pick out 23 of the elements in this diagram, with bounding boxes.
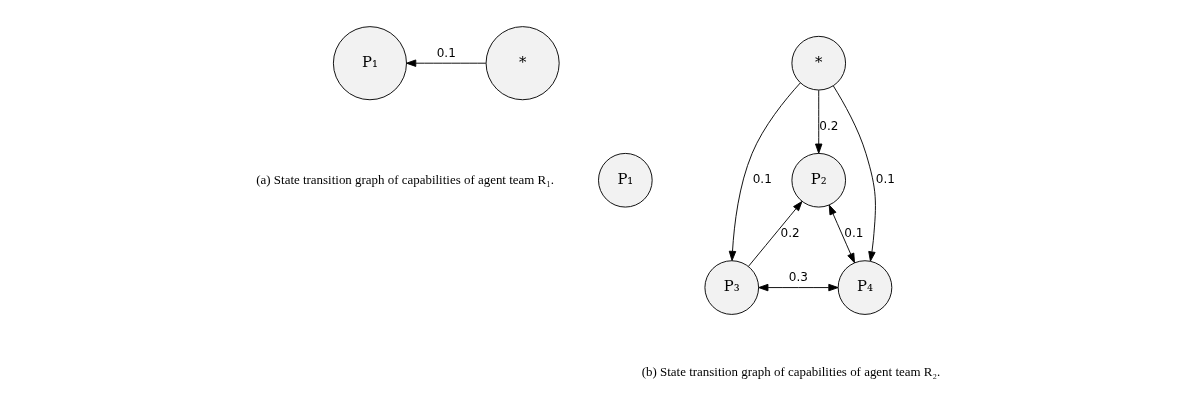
edge-label: 0.1 — [844, 226, 864, 241]
node-circle: P₁ — [332, 26, 407, 101]
arrow — [748, 201, 803, 267]
node-circle: * — [791, 35, 847, 91]
node-circle: * — [485, 26, 560, 101]
arrow — [406, 59, 487, 67]
label: (b) State transition graph of capabilities of agent team R₂. — [641, 364, 941, 380]
node-circle: P₁ — [598, 152, 653, 208]
edge-label: 0.1 — [875, 172, 895, 187]
node-circle: P₂ — [791, 152, 847, 208]
node-circle: P₃ — [704, 260, 760, 315]
arrow — [815, 89, 823, 154]
arrow — [758, 283, 839, 292]
node-circle: P₄ — [837, 260, 893, 315]
edge-label: 0.1 — [752, 172, 772, 187]
arrow — [828, 204, 855, 264]
edge-label: 0.1 — [436, 46, 456, 61]
label: (a) State transition graph of capabilities of agent team R₁. — [256, 171, 554, 187]
edge-label: 0.3 — [788, 270, 808, 285]
edge-label: 0.2 — [819, 118, 839, 133]
arrow — [832, 85, 876, 262]
edge-label: 0.2 — [780, 226, 800, 241]
arrow — [728, 82, 801, 262]
